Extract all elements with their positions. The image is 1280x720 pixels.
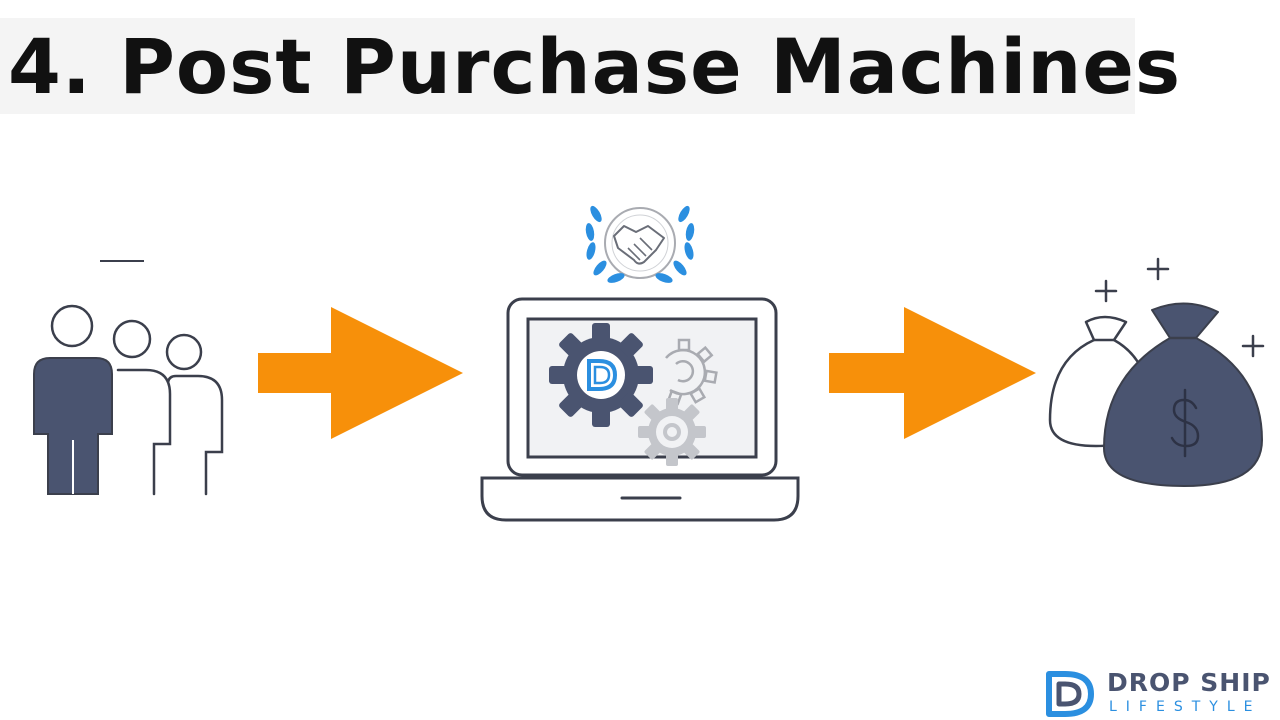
- laptop-automation-icon: [480, 297, 800, 522]
- logo-text-line1: DROP SHIP: [1107, 668, 1271, 697]
- title-band: [0, 18, 1135, 114]
- brand-logo: DROP SHIP LIFESTYLE: [1045, 668, 1277, 718]
- logo-mark-icon: [1046, 671, 1094, 717]
- handshake-award-icon: [585, 205, 695, 283]
- people-group-icon: [33, 260, 224, 496]
- arrow-right-icon: [258, 307, 463, 439]
- logo-text-line2: LIFESTYLE: [1109, 699, 1262, 715]
- arrow-right-icon: [829, 307, 1036, 439]
- slide-title: 4. Post Purchase Machines: [8, 22, 1182, 111]
- gears-icon: [549, 323, 718, 466]
- money-bags-icon: [1048, 257, 1265, 487]
